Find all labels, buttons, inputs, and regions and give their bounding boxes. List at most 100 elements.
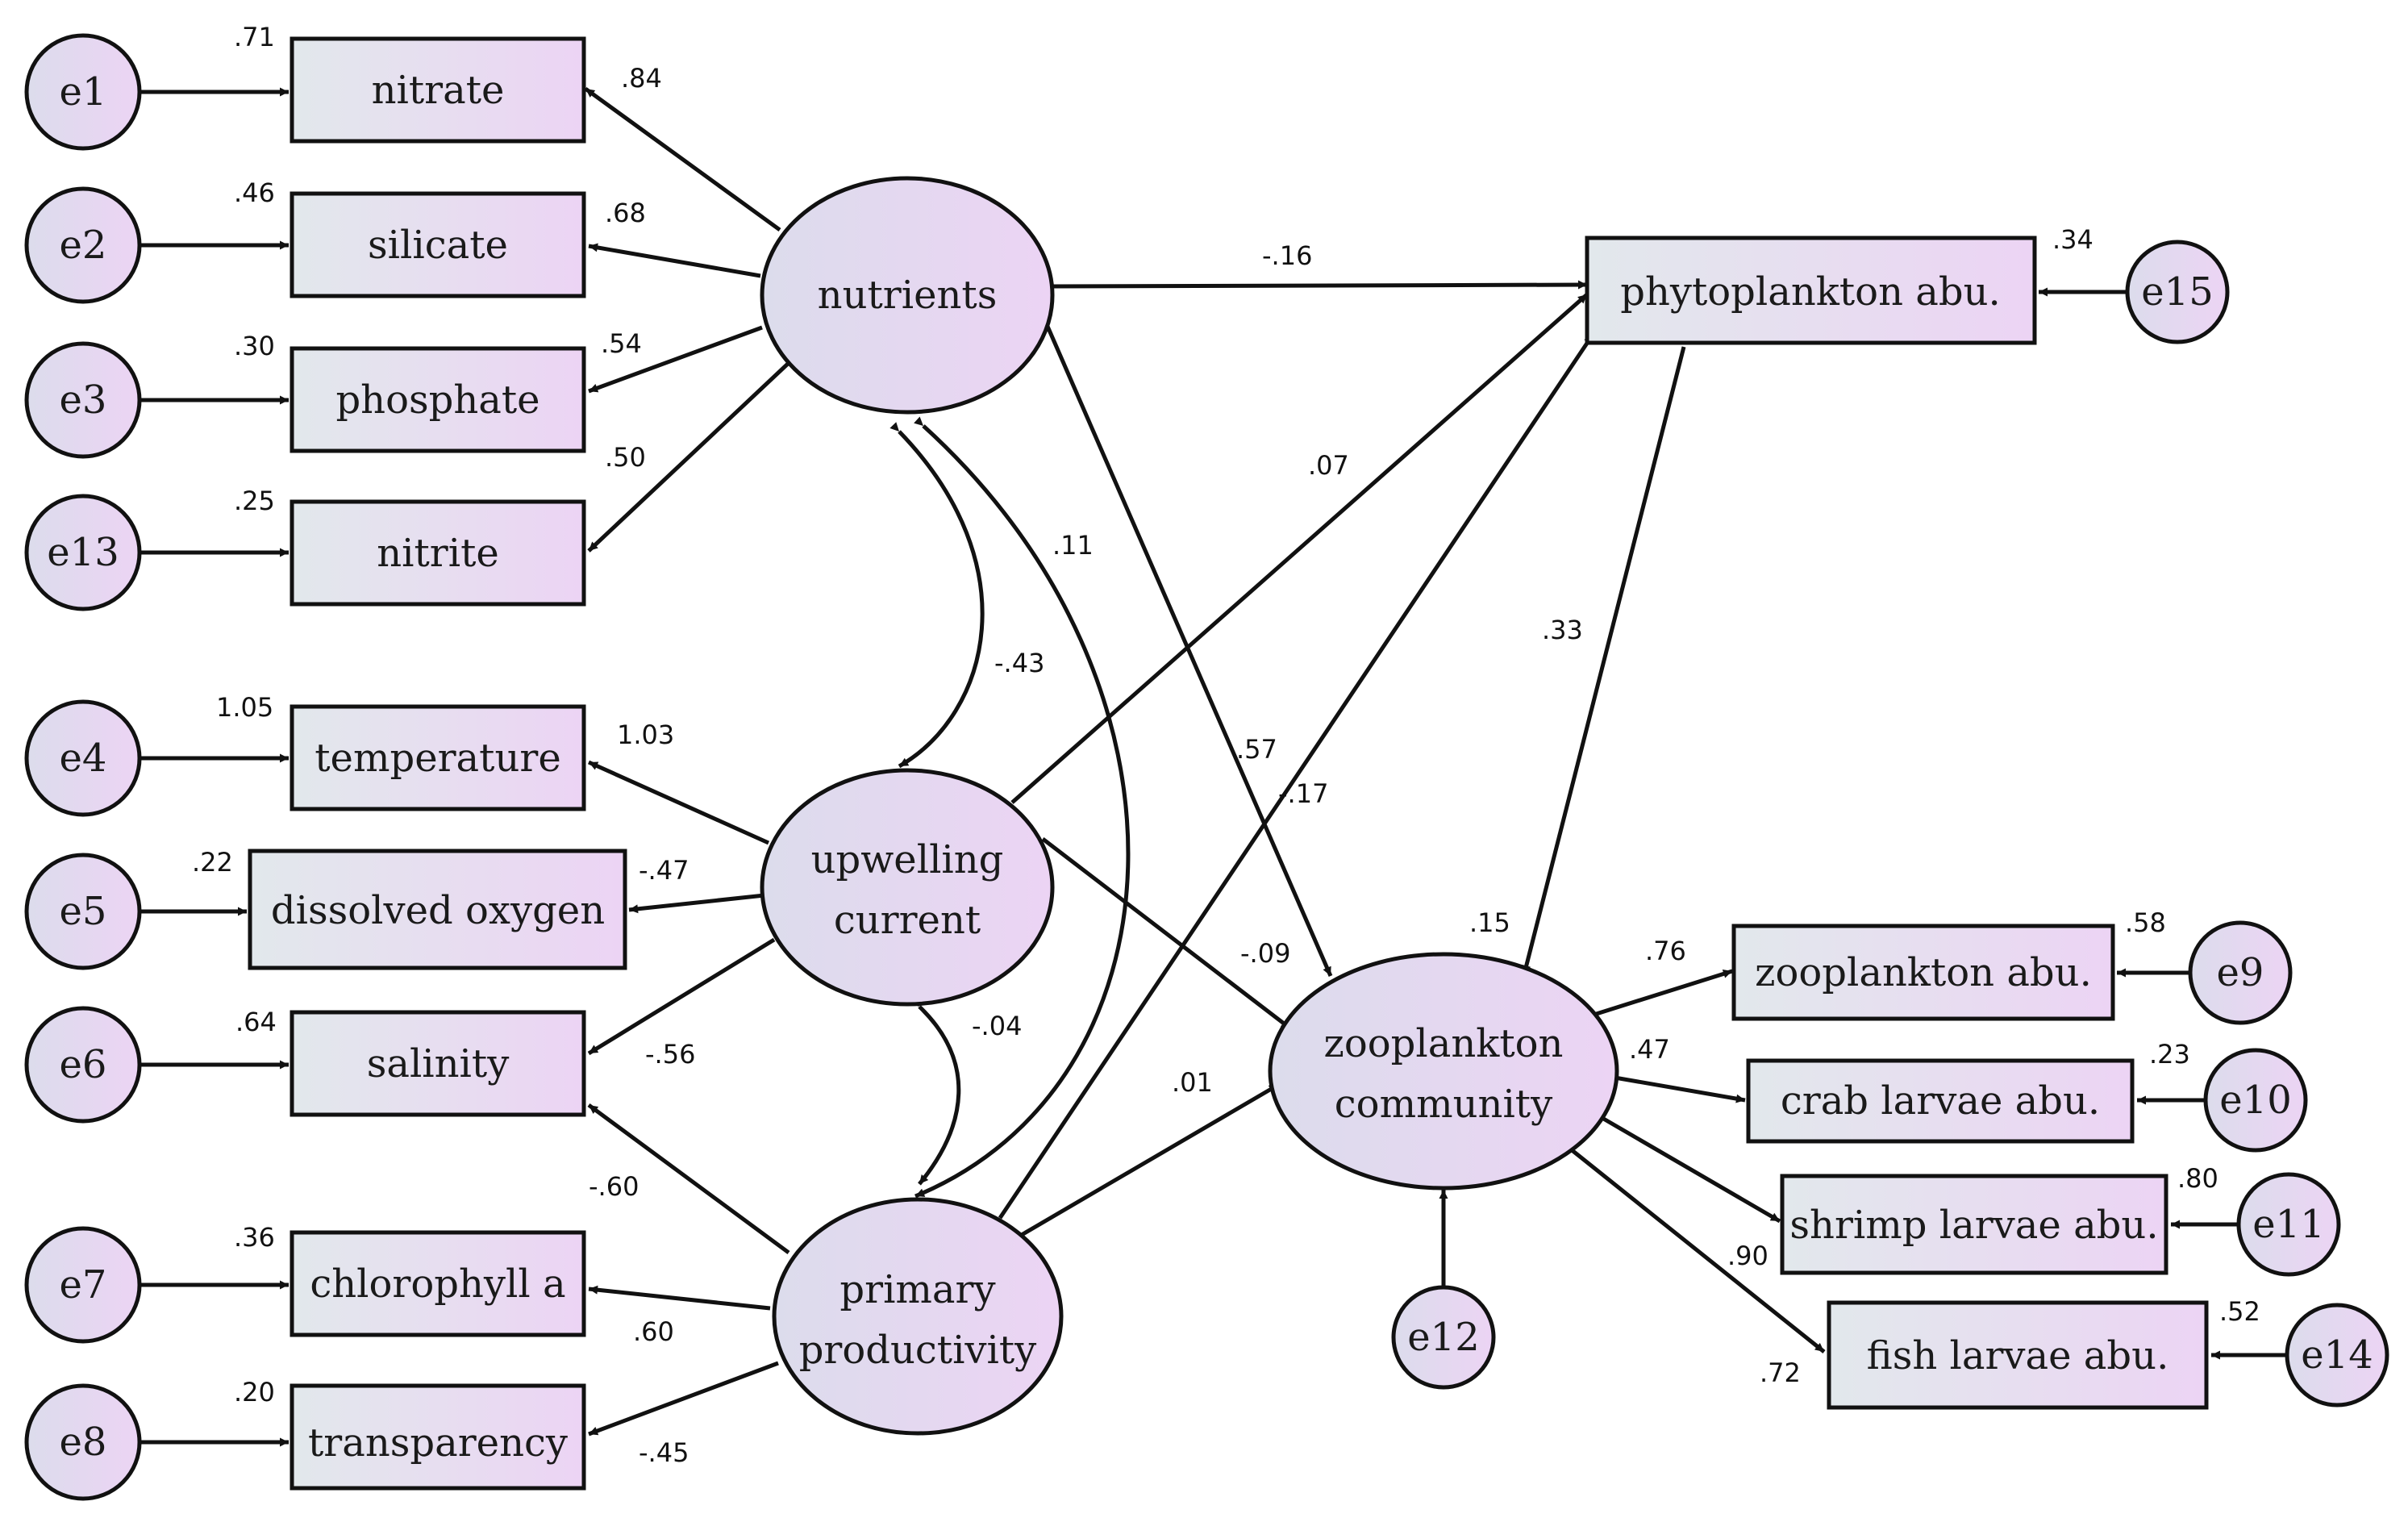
- edges: [141, 86, 2289, 1447]
- latent-zoo-comm-label-line2: community: [1335, 1082, 1552, 1127]
- observed-dissolved-oxygen-label: dissolved oxygen: [271, 888, 605, 933]
- r2-temperature: 1.05: [216, 692, 273, 723]
- observed-fish-label: fish larvae abu.: [1867, 1333, 2169, 1378]
- latent-primary-productivity: primary productivity: [772, 1197, 1064, 1436]
- r2-zooplankton-abu: .58: [2125, 907, 2166, 938]
- error-e10: e10: [2203, 1048, 2308, 1153]
- edge-nutrients-phytoplankton: [1052, 280, 1588, 290]
- path-upwelling-phyto: .07: [1308, 450, 1349, 481]
- error-e14: e14: [2285, 1303, 2389, 1407]
- edge-nutrients-phosphate: [588, 325, 763, 394]
- observed-nitrate: nitrate: [290, 36, 586, 144]
- edge-zoo-comm-zooplankton-abu: [1588, 969, 1733, 1019]
- edge-zoo-comm-shrimp: [1599, 1115, 1781, 1224]
- r2-phyto: .34: [2052, 224, 2093, 255]
- latent-zoo-comm-label-line1: zooplankton: [1324, 1021, 1564, 1066]
- observed-zooplankton-abu-label: zooplankton abu.: [1755, 950, 2092, 995]
- coefficients: .71 .84 .46 .68 .30 .54 .25 .50 -.16 .34…: [192, 22, 2260, 1468]
- observed-zooplankton-abu: zooplankton abu.: [1731, 924, 2115, 1021]
- error-e13-label: e13: [47, 530, 119, 575]
- loading-nutrients-silicate: .68: [605, 198, 646, 228]
- edge-primary-transparency: [588, 1361, 779, 1437]
- r2-transparency: .20: [234, 1377, 275, 1407]
- path-primary-zoo: .01: [1172, 1067, 1213, 1098]
- observed-temperature-label: temperature: [315, 736, 560, 781]
- observed-crab-larvae-abu: crab larvae abu.: [1746, 1058, 2135, 1144]
- r2-dissolved-oxygen: .22: [192, 847, 233, 878]
- edge-upwelling-salinity: [587, 937, 776, 1056]
- error-e1-label: e1: [60, 69, 107, 115]
- observed-fish-larvae-abu: fish larvae abu.: [1827, 1300, 2209, 1410]
- latent-nutrients-label: nutrients: [818, 273, 998, 318]
- observed-chlorophyll-a: chlorophyll a: [290, 1230, 586, 1337]
- observed-shrimp-label: shrimp larvae abu.: [1789, 1203, 2158, 1248]
- observed-transparency: transparency: [290, 1383, 586, 1491]
- loading-zoo-crab: .47: [1629, 1034, 1670, 1065]
- loading-primary-chlorophyll: .60: [633, 1316, 674, 1347]
- edge-upwelling-zooplankton-community: [1041, 837, 1292, 1030]
- latent-primary-label-line2: productivity: [799, 1328, 1037, 1373]
- r2-nitrate: .71: [234, 22, 275, 52]
- error-e11: e11: [2236, 1172, 2341, 1277]
- covariance-nutrients-primary-value: .11: [1052, 530, 1094, 561]
- edge-nutrients-nitrate: [584, 86, 781, 232]
- path-upwelling-zoo: -.09: [1240, 938, 1290, 969]
- loading-upwelling-temperature: 1.03: [617, 719, 674, 750]
- error-e4-label: e4: [60, 736, 107, 781]
- observed-phytoplankton-label: phytoplankton abu.: [1620, 269, 2001, 315]
- error-e5: e5: [24, 853, 142, 970]
- error-e6: e6: [24, 1006, 142, 1124]
- edge-primary-salinity: [587, 1103, 790, 1255]
- observed-transparency-label: transparency: [308, 1420, 568, 1466]
- latent-upwelling-label-line1: upwelling: [811, 837, 1004, 882]
- error-e4: e4: [24, 699, 142, 817]
- error-e7-label: e7: [60, 1262, 107, 1307]
- edge-nutrients-zooplankton-community: [1044, 322, 1333, 977]
- r2-phosphate: .30: [234, 331, 275, 361]
- covariance-nutrients-upwelling: [889, 422, 985, 769]
- covariance-upwelling-primary-value: -.04: [972, 1011, 1022, 1041]
- path-nutrients-zoo: .57: [1236, 734, 1277, 765]
- observed-nitrite: nitrite: [290, 499, 586, 607]
- error-e7: e7: [24, 1226, 142, 1344]
- latent-zooplankton-community: zooplankton community: [1268, 952, 1619, 1191]
- latent-upwelling-label-line2: current: [834, 898, 981, 943]
- loading-upwelling-salinity: -.56: [645, 1039, 695, 1070]
- loading-nutrients-nitrate: .84: [621, 63, 662, 94]
- error-e13: e13: [24, 494, 142, 611]
- edge-primary-chlorophyll: [588, 1285, 771, 1311]
- covariance-upwelling-primary: [910, 997, 961, 1186]
- observed-salinity: salinity: [290, 1010, 586, 1117]
- observed-phosphate: phosphate: [290, 346, 586, 453]
- error-e2-label: e2: [60, 223, 107, 268]
- edge-nutrients-silicate: [588, 243, 761, 278]
- r2-zooplankton-community: .15: [1469, 907, 1510, 938]
- error-e6-label: e6: [60, 1042, 107, 1087]
- observed-dissolved-oxygen: dissolved oxygen: [248, 849, 627, 970]
- r2-shrimp: .80: [2177, 1163, 2218, 1194]
- observed-silicate: silicate: [290, 191, 586, 298]
- loading-zoo-shrimp: .90: [1727, 1241, 1769, 1271]
- latent-primary-label-line1: primary: [839, 1267, 995, 1312]
- error-e9-label: e9: [2217, 950, 2264, 995]
- edge-upwelling-phytoplankton: [1010, 293, 1589, 804]
- r2-nitrite: .25: [234, 486, 275, 516]
- error-e11-label: e11: [2252, 1202, 2324, 1247]
- observed-phytoplankton-abu: phytoplankton abu.: [1585, 236, 2037, 345]
- r2-silicate: .46: [234, 177, 275, 208]
- error-e15: e15: [2125, 240, 2230, 344]
- loading-primary-salinity: -.60: [589, 1171, 639, 1202]
- loading-zoo-fish: .72: [1760, 1357, 1801, 1388]
- error-e12-label: e12: [1407, 1315, 1479, 1360]
- edge-upwelling-temperature: [587, 760, 770, 845]
- edge-zoo-comm-crab: [1600, 1073, 1746, 1103]
- error-e8-label: e8: [60, 1420, 107, 1465]
- r2-chlorophyll: .36: [234, 1222, 275, 1253]
- observed-chlorophyll-label: chlorophyll a: [310, 1262, 565, 1307]
- observed-silicate-label: silicate: [368, 223, 508, 268]
- edge-primary-zooplankton-community: [1019, 1082, 1280, 1238]
- observed-nitrite-label: nitrite: [377, 531, 499, 576]
- edge-zoo-comm-fish: [1569, 1148, 1826, 1353]
- error-e14-label: e14: [2301, 1332, 2373, 1378]
